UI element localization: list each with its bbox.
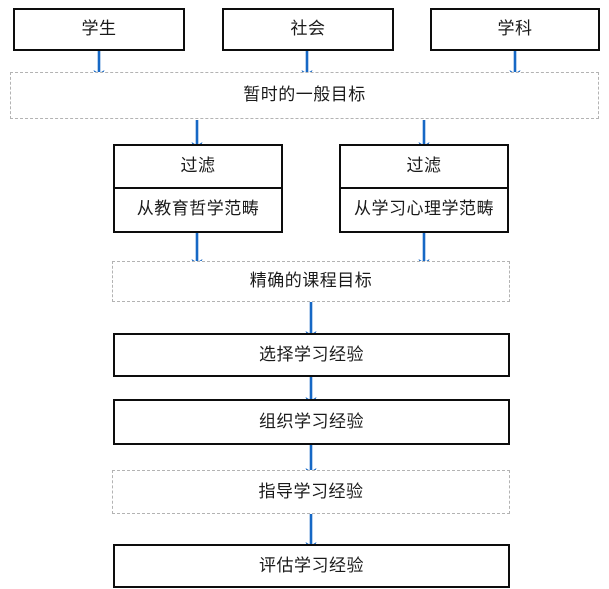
node-filter-left[interactable]: 过滤 从教育哲学范畴: [113, 144, 283, 233]
filter-left-title-cell: 过滤: [115, 146, 281, 189]
filter-left-detail-cell: 从教育哲学范畴: [115, 189, 281, 232]
node-select-experience[interactable]: 选择学习经验: [113, 333, 510, 377]
node-label-select-experience: 选择学习经验: [259, 344, 364, 365]
node-label-source-society: 社会: [290, 19, 326, 39]
node-label-organize-experience: 组织学习经验: [259, 411, 364, 432]
filter-right-detail-cell: 从学习心理学范畴: [341, 189, 507, 232]
node-label-guide-experience: 指导学习经验: [258, 481, 364, 502]
node-source-society[interactable]: 社会: [222, 8, 394, 51]
node-source-student[interactable]: 学生: [13, 8, 185, 51]
filter-right-title-cell: 过滤: [341, 146, 507, 189]
node-label-filter-right-title: 过滤: [406, 155, 442, 176]
node-source-subject[interactable]: 学科: [430, 8, 600, 51]
node-label-evaluate-experience: 评估学习经验: [259, 555, 364, 576]
node-evaluate-experience[interactable]: 评估学习经验: [113, 544, 510, 588]
node-label-filter-left-title: 过滤: [180, 155, 216, 176]
node-label-source-student: 学生: [81, 19, 117, 39]
node-filter-right[interactable]: 过滤 从学习心理学范畴: [339, 144, 509, 233]
node-label-precise-goals: 精确的课程目标: [249, 271, 373, 291]
node-label-source-subject: 学科: [497, 19, 533, 39]
node-tentative-goals[interactable]: 暂时的一般目标: [10, 72, 599, 119]
node-label-filter-right-detail: 从学习心理学范畴: [354, 199, 494, 220]
node-organize-experience[interactable]: 组织学习经验: [113, 399, 510, 445]
node-guide-experience[interactable]: 指导学习经验: [112, 470, 510, 514]
node-label-tentative-goals: 暂时的一般目标: [243, 85, 366, 105]
node-label-filter-left-detail: 从教育哲学范畴: [136, 199, 260, 220]
node-precise-goals[interactable]: 精确的课程目标: [112, 261, 510, 302]
